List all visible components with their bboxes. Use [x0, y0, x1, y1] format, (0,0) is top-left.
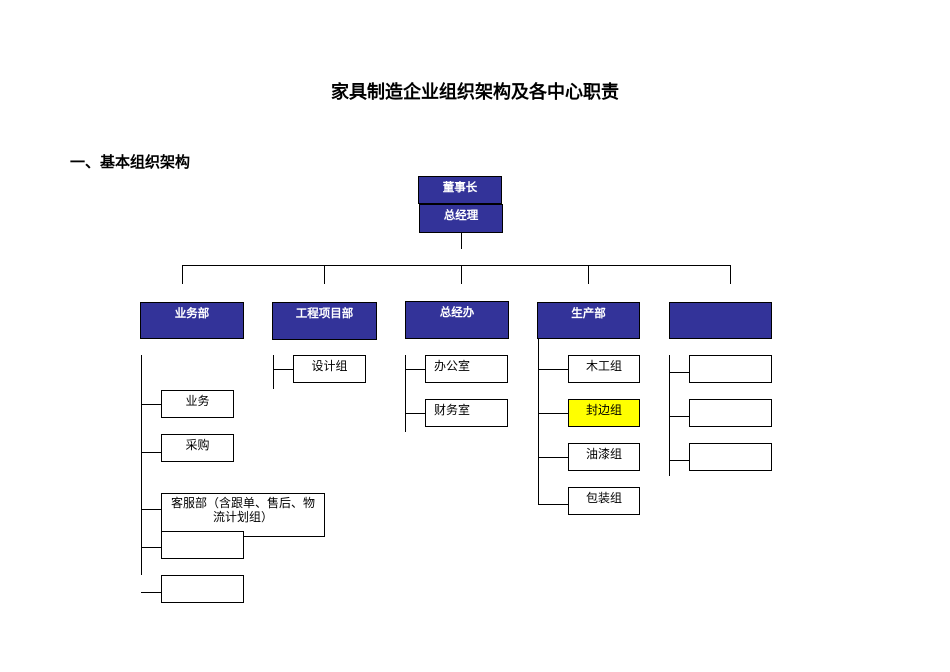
sub-label: 木工组	[585, 359, 622, 373]
sub-box	[689, 443, 772, 471]
connector-line	[730, 265, 731, 284]
dept-sales: 业务部	[140, 302, 244, 339]
sub-label: 办公室	[434, 359, 471, 373]
branch-line	[405, 369, 425, 370]
branch-line	[273, 355, 274, 389]
general-manager-box: 总经理	[419, 204, 503, 233]
chairman-box: 董事长	[418, 176, 502, 204]
branch-line	[669, 372, 689, 373]
sub-label: 客服部（含跟单、售后、物流计划组）	[170, 496, 315, 524]
sub-box: 客服部（含跟单、售后、物流计划组）	[161, 493, 325, 537]
sub-label: 包装组	[585, 491, 622, 505]
branch-line	[538, 457, 568, 458]
connector-line	[461, 265, 462, 284]
general-manager-label: 总经理	[443, 208, 479, 222]
connector-line	[588, 265, 589, 284]
branch-line	[538, 369, 568, 370]
dept-production-label: 生产部	[571, 306, 606, 320]
sub-box	[161, 575, 244, 603]
branch-line	[669, 355, 670, 476]
chairman-label: 董事长	[442, 180, 478, 194]
sub-box-highlighted: 封边组	[568, 399, 640, 427]
sub-box: 采购	[161, 434, 234, 462]
dept-gm-office: 总经办	[405, 301, 509, 339]
branch-line	[538, 504, 568, 505]
sub-box: 木工组	[568, 355, 640, 383]
sub-box: 油漆组	[568, 443, 640, 471]
branch-line	[669, 416, 689, 417]
branch-line	[141, 547, 161, 548]
section-heading: 一、基本组织架构	[70, 153, 191, 171]
sub-box: 业务	[161, 390, 234, 418]
sub-label: 财务室	[434, 403, 471, 417]
sub-label: 封边组	[585, 403, 622, 417]
dept-unlabeled	[669, 302, 772, 339]
connector-line	[324, 265, 325, 284]
branch-line	[405, 355, 406, 432]
connector-line	[182, 265, 183, 284]
sub-label: 油漆组	[585, 447, 622, 461]
connector-line	[182, 265, 731, 266]
connector-line	[461, 233, 462, 249]
dept-production: 生产部	[537, 302, 640, 339]
branch-line	[141, 404, 161, 405]
branch-line	[405, 413, 425, 414]
dept-engineering: 工程项目部	[272, 302, 377, 340]
dept-gm-office-label: 总经办	[439, 305, 475, 319]
branch-line	[538, 413, 568, 414]
branch-line	[141, 355, 142, 575]
sub-box	[161, 531, 244, 559]
sub-box: 办公室	[425, 355, 508, 383]
sub-label: 设计组	[311, 359, 348, 373]
branch-line	[141, 452, 161, 453]
branch-line	[538, 339, 539, 505]
dept-sales-label: 业务部	[174, 306, 210, 320]
document-title: 家具制造企业组织架构及各中心职责	[331, 82, 619, 103]
branch-line	[273, 369, 293, 370]
sub-box: 包装组	[568, 487, 640, 515]
sub-box	[689, 399, 772, 427]
branch-line	[669, 460, 689, 461]
sub-box: 设计组	[293, 355, 366, 383]
sub-label: 业务	[185, 394, 210, 408]
sub-box	[689, 355, 772, 383]
dept-engineering-label: 工程项目部	[295, 306, 354, 320]
branch-line	[141, 509, 161, 510]
sub-label: 采购	[185, 438, 210, 452]
sub-box: 财务室	[425, 399, 508, 427]
branch-line	[141, 592, 161, 593]
